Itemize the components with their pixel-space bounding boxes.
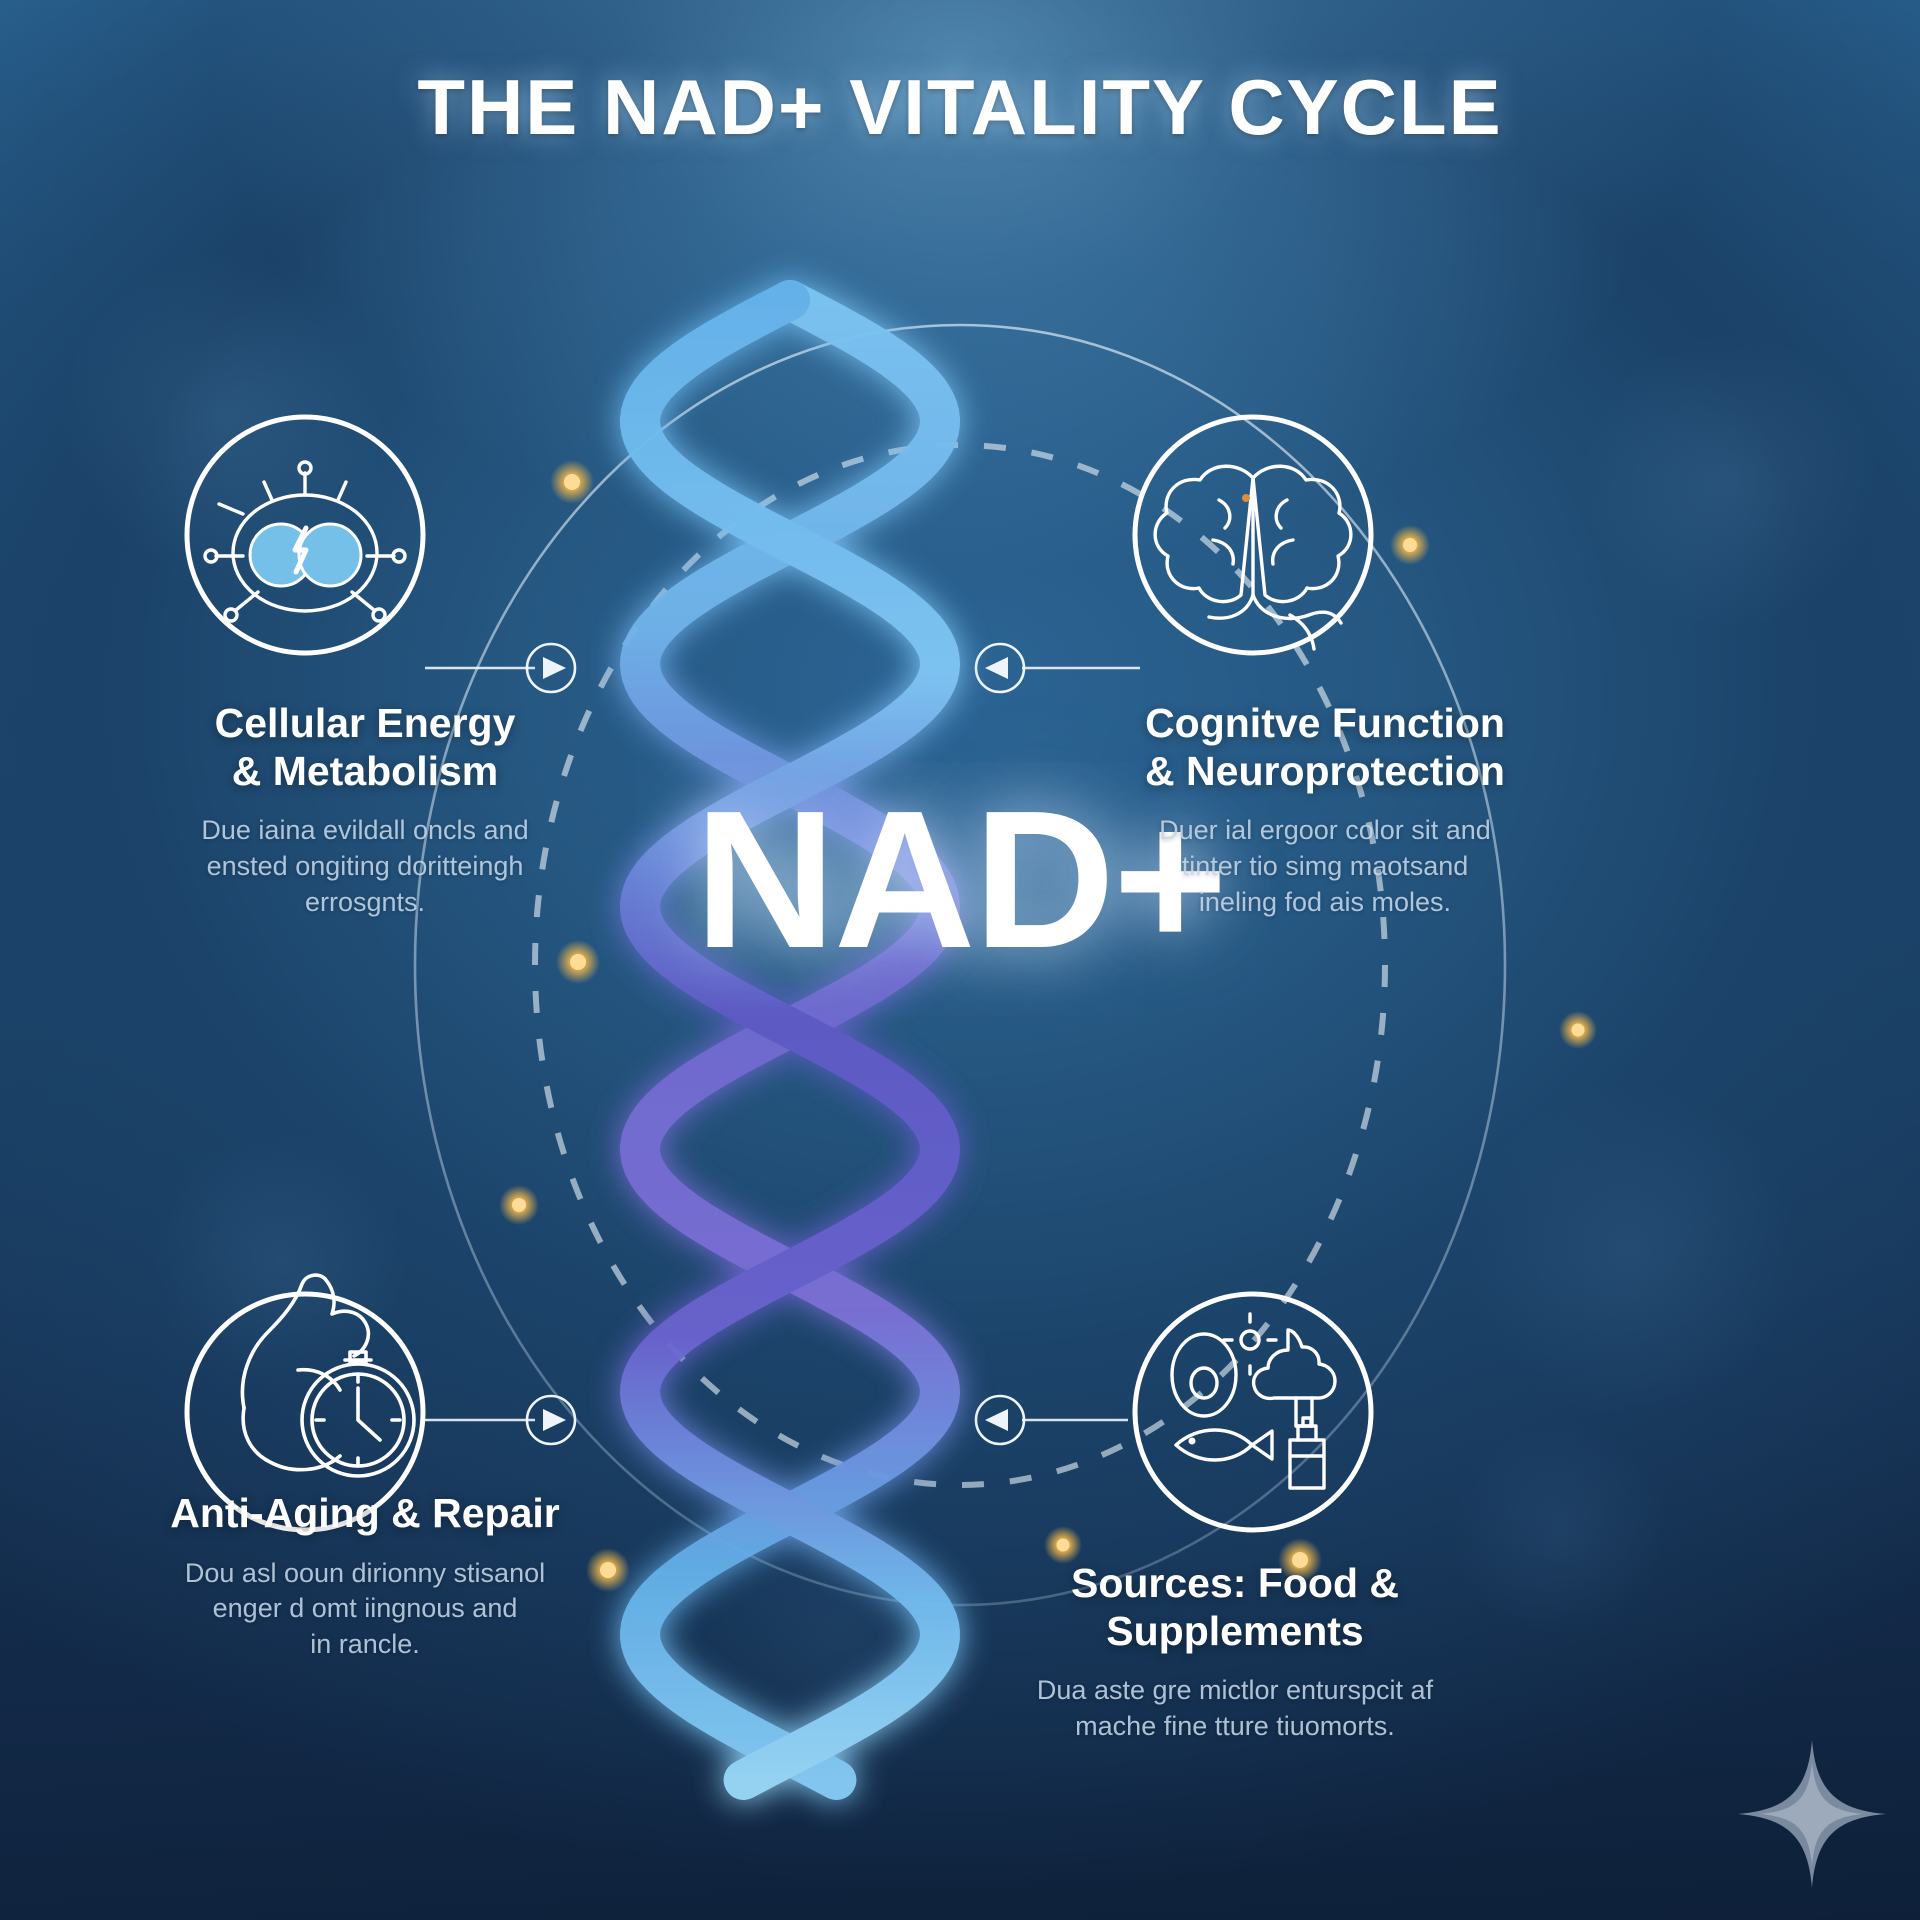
quadrant-cognitive-function: Cognitve Function & Neuroprotection Duer… — [1110, 700, 1540, 921]
solid-orbit-ring — [413, 323, 1507, 1607]
icon-circle-cognitive-function[interactable] — [1132, 414, 1374, 656]
quadrant-sources: Sources: Food & Supplements Dua aste gre… — [1000, 1560, 1470, 1745]
glow-node-group — [499, 460, 1597, 1592]
avocado-broccoli-fish-bottle-icon — [1170, 1312, 1337, 1490]
brain-icon — [1153, 464, 1353, 651]
dashed-orbit-ring — [532, 442, 1388, 1488]
four-point-sparkle-icon — [1738, 1740, 1886, 1888]
quadrant-title: Sources: Food & Supplements — [1070, 1560, 1400, 1654]
cell-energy-bolt-icon — [203, 460, 407, 623]
quadrant-cellular-energy: Cellular Energy & Metabolism Due iaina e… — [150, 700, 580, 921]
quadrant-body: Duer ial ergoor color sit and tinter tio… — [1159, 815, 1491, 917]
quadrant-body: Dua aste gre mictlor enturspcit af mache… — [1036, 1675, 1434, 1741]
quadrant-body: Dou asl ooun dirionny stisanol enger d o… — [184, 1557, 546, 1660]
arrow-left-marker[interactable] — [974, 1394, 1026, 1446]
arrow-left-marker[interactable] — [974, 642, 1026, 694]
arrow-right-marker[interactable] — [525, 642, 577, 694]
arrow-right-marker[interactable] — [525, 1394, 577, 1446]
quadrant-title: Cellular Energy & Metabolism — [214, 700, 516, 794]
center-label: NAD+ — [694, 770, 1227, 989]
quadrant-title: Cognitve Function & Neuroprotection — [1145, 700, 1505, 794]
page-title: THE NAD+ VITALITY CYCLE — [417, 63, 1503, 151]
icon-circle-anti-aging[interactable] — [184, 1273, 426, 1533]
quadrant-body: Due iaina evildall oncls and ensted ongi… — [201, 815, 529, 917]
quadrant-title: Anti-Aging & Repair — [170, 1490, 560, 1536]
bicep-stopwatch-icon — [240, 1273, 416, 1478]
icon-circle-sources[interactable] — [1132, 1291, 1374, 1533]
icon-circle-cellular-energy[interactable] — [184, 414, 426, 656]
quadrant-anti-aging: Anti-Aging & Repair Dou asl ooun dirionn… — [150, 1490, 580, 1663]
